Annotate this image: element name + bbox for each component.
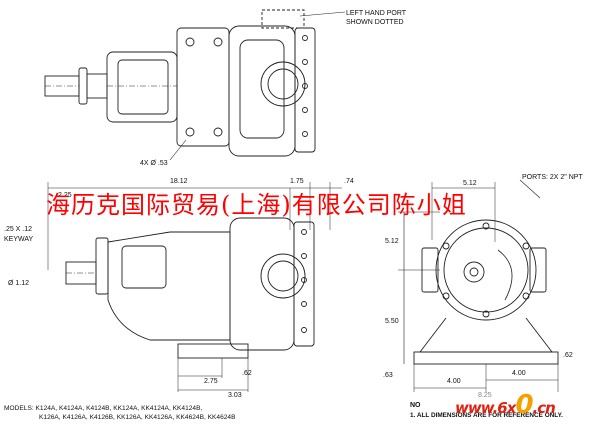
hidden-dimension: 8.25 <box>478 392 492 399</box>
top-view <box>44 9 346 161</box>
watermark-dot: 0 <box>515 390 533 420</box>
end-dimension-5-12-top: 5.12 <box>463 180 477 187</box>
port-note-line2: SHOWN DOTTED <box>346 19 404 26</box>
overall-length-dimension: 18.12 <box>170 178 188 185</box>
watermark-part-a: www.6x <box>455 399 516 417</box>
dimension-4-00-left: 4.00 <box>447 378 461 385</box>
dimension-0-63: .63 <box>383 372 393 379</box>
ports-note: PORTS: 2X 2" NPT <box>522 174 583 181</box>
end-view <box>398 179 559 392</box>
dimension-2-25: 2.25 <box>58 192 72 199</box>
dimension-2-75: 2.75 <box>204 378 218 385</box>
notes-title: NO <box>410 402 421 409</box>
dimension-4-00-right: 4.00 <box>512 370 526 377</box>
keyway-size: .25 X .12 <box>4 226 33 233</box>
end-dimension-0-62: .62 <box>563 352 573 359</box>
reference-note: 1. ALL DIMENSIONS ARE FOR REFERENCE ONLY… <box>410 412 563 419</box>
dimension-5-50: 5.50 <box>385 318 399 325</box>
dimension-0-74: .74 <box>344 178 354 185</box>
dimension-3-03: 3.03 <box>228 392 242 399</box>
models-line-1: MODELS: K124A, K4124A, K4124B, KK124A, K… <box>4 405 203 412</box>
end-dimension-5-12-side: 5.12 <box>385 238 399 245</box>
dimension-1-75: 1.75 <box>290 178 304 185</box>
company-banner: 海历克国际贸易(上海)有限公司陈小姐 <box>46 191 467 219</box>
side-view <box>47 182 342 392</box>
port-note-line1: LEFT HAND PORT <box>346 10 407 17</box>
models-line-2: K126A, K4126A, K4126B, KK126A, KK4126A, … <box>39 414 236 421</box>
watermark-part-b: .cn <box>532 399 556 417</box>
side-dimension-0-62: .62 <box>242 370 252 377</box>
keyway-label: KEYWAY <box>4 236 34 243</box>
shaft-diameter: Ø 1.12 <box>8 280 30 287</box>
bolt-hole-dimension: 4X Ø .53 <box>140 160 168 167</box>
models-list: MODELS: K124A, K4124A, K4124B, KK124A, K… <box>4 404 236 422</box>
site-watermark: www.6x0.cn <box>455 390 556 420</box>
